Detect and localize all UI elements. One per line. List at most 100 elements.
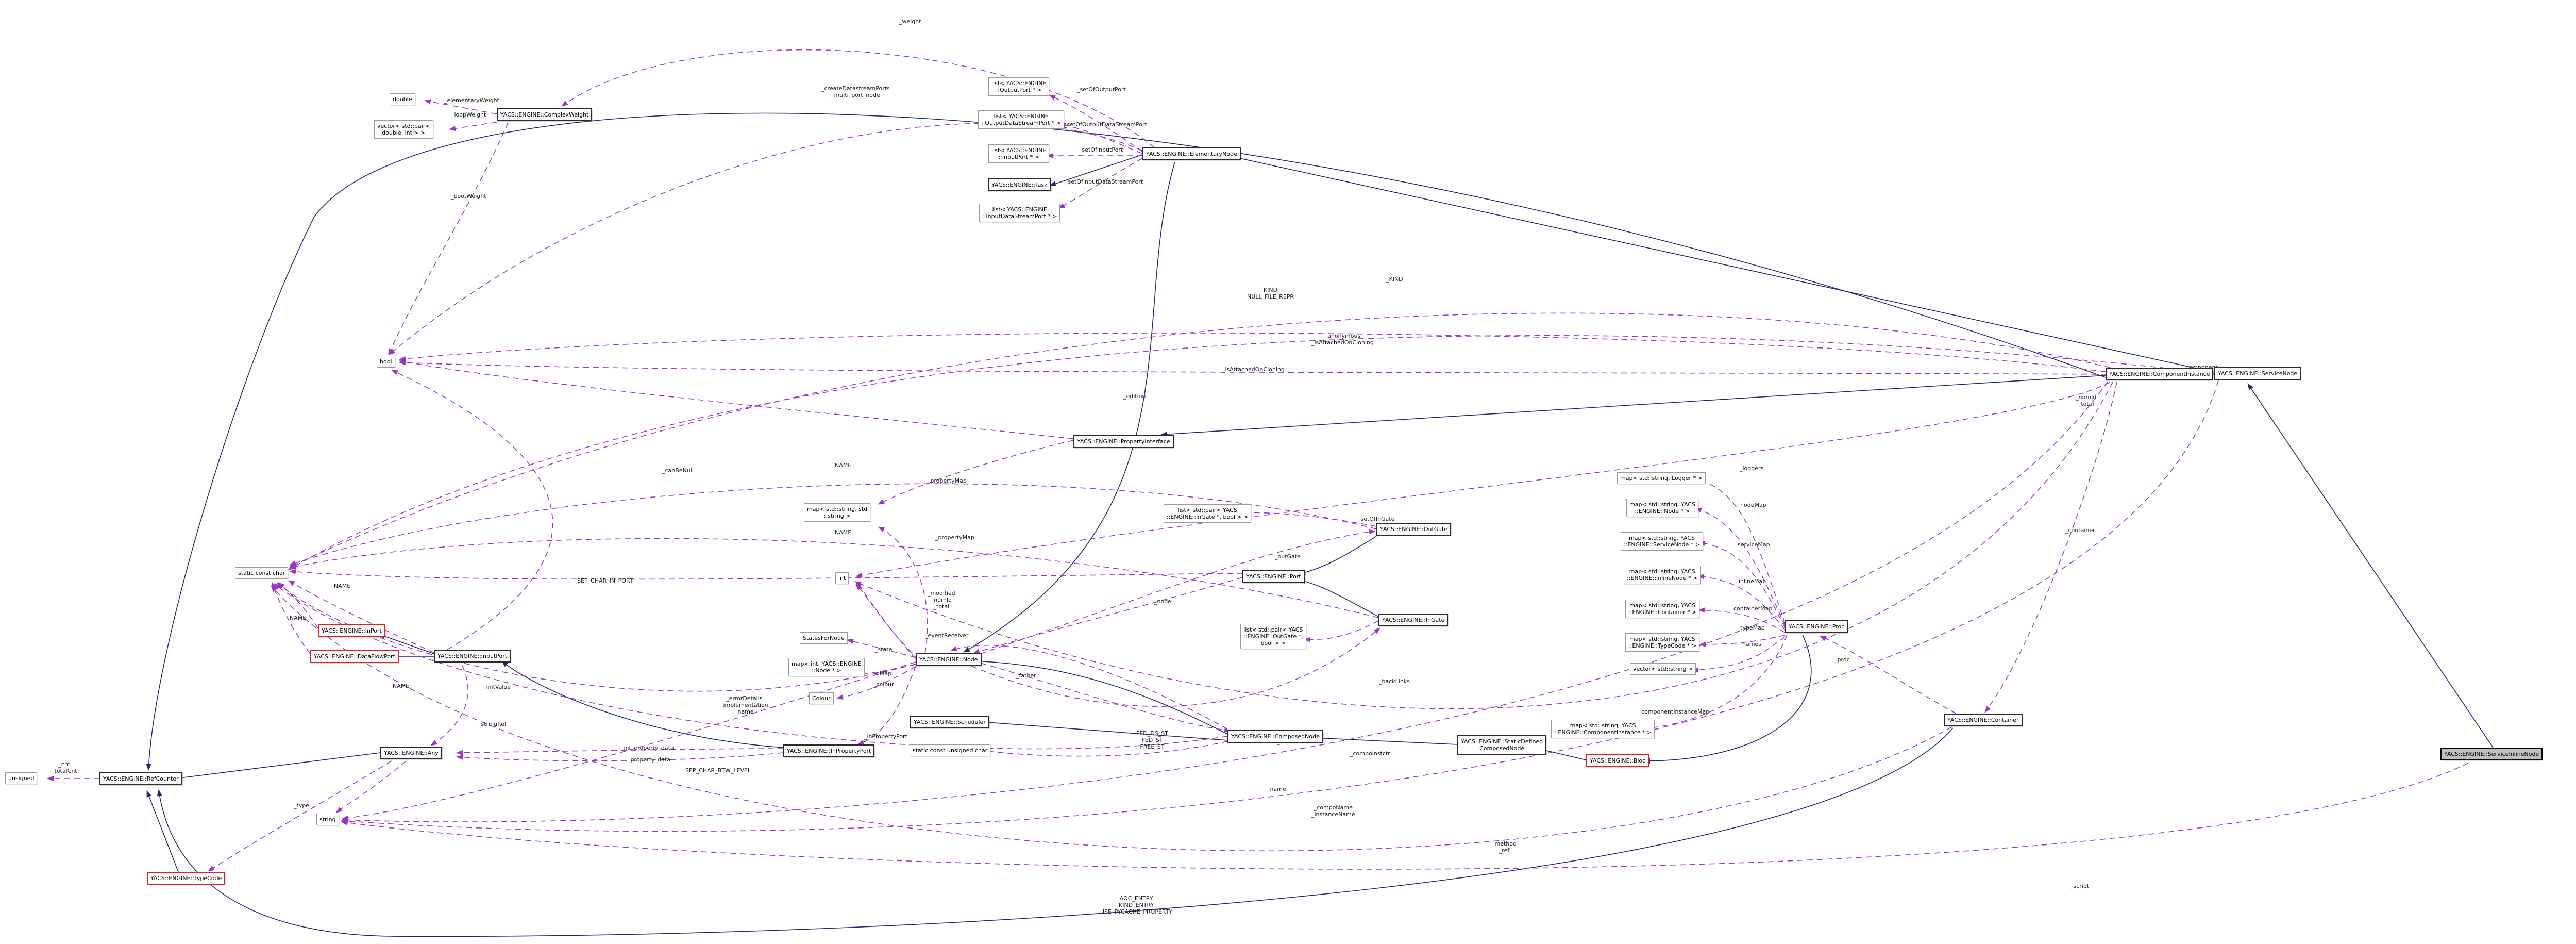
usage-edge-31: [289, 312, 2111, 568]
usage-edge-30: [399, 359, 1074, 439]
edge-label: _outGate: [1275, 553, 1301, 560]
class-node-list-input-port: list< YACS::ENGINE::InputPort * >: [988, 144, 1050, 163]
edge-label-line: names: [1742, 641, 1761, 648]
edge-label: SEP_CHAR_IN_PORT: [577, 577, 633, 584]
class-node-in-port[interactable]: YACS::ENGINE::InPort: [318, 624, 385, 637]
edge-label-line: _setOfInputPort: [1079, 146, 1123, 153]
class-node-node[interactable]: YACS::ENGINE::Node: [916, 653, 982, 666]
edge-label-line: _script: [2070, 883, 2090, 889]
edge-label-line: _total: [933, 603, 950, 610]
edge-label-line: _name: [734, 708, 754, 715]
class-node-bloc[interactable]: YACS::ENGINE::Bloc: [1586, 754, 1649, 767]
edge-label: _isAttachedOnCloning: [1222, 366, 1285, 373]
usage-edge-61: [430, 656, 468, 746]
edge-label-line: _modified: [928, 590, 955, 597]
class-node-label: ::ENGINE::ComponentInstance * >: [1554, 729, 1652, 736]
edge-label-line: _numId: [931, 597, 952, 603]
class-node-in-gate[interactable]: YACS::ENGINE::InGate: [1378, 614, 1449, 626]
usage-edge-48: [973, 577, 1243, 654]
usage-edge-63: [456, 752, 784, 761]
edge-label: _bootWeight: [451, 193, 486, 200]
class-node-label: ::Node * >: [812, 667, 841, 674]
class-node-in-property-port[interactable]: YACS::ENGINE::InPropertyPort: [783, 744, 875, 757]
edge-label: NAME: [835, 529, 851, 536]
edge-label: _backLinks: [1379, 678, 1410, 685]
class-node-typecode[interactable]: YACS::ENGINE::TypeCode: [147, 872, 226, 885]
class-node-service-inline-node[interactable]: YACS::ENGINE::ServiceInlineNode: [2440, 748, 2543, 760]
class-node-label: ::InputDataStreamPort * >: [982, 213, 1057, 220]
usage-edge-41: [855, 382, 2111, 578]
edge-label-line: _int_property_data: [621, 744, 674, 751]
edge-label: serviceMap: [1738, 541, 1770, 548]
edge-label-line: _stringRef: [478, 721, 507, 727]
class-node-map-string-inline-node: map< std::string, YACS::ENGINE::InlineNo…: [1624, 566, 1701, 584]
class-node-scheduler[interactable]: YACS::ENGINE::Scheduler: [910, 716, 989, 728]
usage-edge-73: [274, 583, 1228, 750]
edge-label: _type: [294, 802, 309, 809]
usage-edge-22: [561, 49, 1155, 148]
usage-edge-32: [288, 335, 2215, 570]
class-node-data-flow-port[interactable]: YACS::ENGINE::DataFlowPort: [310, 650, 399, 663]
edge-label-line: _father: [1016, 672, 1036, 679]
edge-label-line: NAME: [835, 529, 852, 536]
edge-label-line: _total: [2078, 401, 2094, 407]
usage-edge-59: [1820, 636, 1957, 714]
usage-edge-53: [1698, 540, 1786, 628]
edge-label: _int_property_data: [621, 744, 674, 751]
usage-edge-34: [847, 639, 916, 658]
class-node-map-string-string: map< std::string, std::string >: [804, 503, 871, 522]
class-node-task[interactable]: YACS::ENGINE::Task: [988, 178, 1051, 191]
edge-label-line: _setOfInputDataStreamPort: [1065, 178, 1143, 185]
class-node-label: list< YACS::ENGINE: [994, 113, 1049, 120]
usage-edge-50: [950, 644, 1228, 730]
edge-label-line: _canBeNull: [662, 467, 694, 474]
class-node-input-port[interactable]: YACS::ENGINE::InputPort: [434, 650, 511, 663]
class-node-label: ::OutputDataStreamPort * >: [981, 120, 1062, 126]
edge-label: _container: [2065, 527, 2095, 534]
class-node-ref-counter[interactable]: YACS::ENGINE::RefCounter: [99, 772, 182, 785]
class-node-port[interactable]: YACS::ENGINE::Port: [1242, 570, 1305, 583]
class-node-label: YACS::ENGINE::Scheduler: [914, 719, 986, 725]
edge-label: _eventReceiver: [925, 632, 968, 639]
inheritance-edge-9: [1643, 634, 1812, 764]
edge-label-line: NAME: [835, 462, 852, 469]
usage-edge-24: [1059, 122, 1143, 154]
class-node-double: double: [390, 93, 415, 105]
class-node-out-gate[interactable]: YACS::ENGINE::OutGate: [1376, 523, 1452, 536]
class-node-property-interface[interactable]: YACS::ENGINE::PropertyInterface: [1073, 435, 1174, 448]
edge-label-line: _setOfInGate: [1358, 516, 1395, 522]
class-node-component-instance[interactable]: YACS::ENGINE::ComponentInstance: [2106, 368, 2214, 380]
class-node-label: vector< std::string >: [1633, 666, 1693, 672]
edge-label-line: nodeMap: [1740, 502, 1766, 508]
class-node-label: bool: [380, 358, 392, 365]
class-node-elementary-node[interactable]: YACS::ENGINE::ElementaryNode: [1142, 147, 1241, 160]
class-node-label: YACS::ENGINE::RefCounter: [103, 775, 179, 782]
usage-edge-40: [855, 584, 920, 660]
edge-group: [47, 49, 2494, 937]
class-node-label: YACS::ENGINE::Container: [1947, 717, 2019, 723]
usage-edge-43: [971, 529, 1376, 657]
class-node-label: ::ENGINE::Node * >: [1635, 508, 1690, 515]
class-node-label: StatesForNode: [803, 635, 845, 641]
class-node-service-node[interactable]: YACS::ENGINE::ServiceNode: [2214, 367, 2301, 380]
inheritance-edge-8: [175, 752, 381, 781]
edge-label: _stringRef: [478, 721, 507, 727]
class-node-label: list< YACS::ENGINE: [992, 206, 1047, 213]
edge-label: _inPropertyPort: [864, 733, 907, 740]
class-node-any[interactable]: YACS::ENGINE::Any: [380, 747, 442, 759]
edge-label: _colour: [873, 681, 894, 688]
edge-label: NAME: [290, 615, 306, 621]
class-node-list-output-datastream-port: list< YACS::ENGINE::OutputDataStreamPort…: [978, 110, 1065, 129]
class-node-container[interactable]: YACS::ENGINE::Container: [1944, 714, 2023, 726]
class-node-proc[interactable]: YACS::ENGINE::Proc: [1785, 620, 1848, 633]
usage-edge-68: [289, 538, 1379, 618]
class-node-composed-node[interactable]: YACS::ENGINE::ComposedNode: [1227, 730, 1323, 743]
edge-label: _compoName_instanceName: [1311, 804, 1355, 818]
class-node-complex-weight[interactable]: YACS::ENGINE::ComplexWeight: [497, 108, 593, 121]
edge-label-line: SEP_CHAR_IN_PORT: [577, 577, 633, 584]
